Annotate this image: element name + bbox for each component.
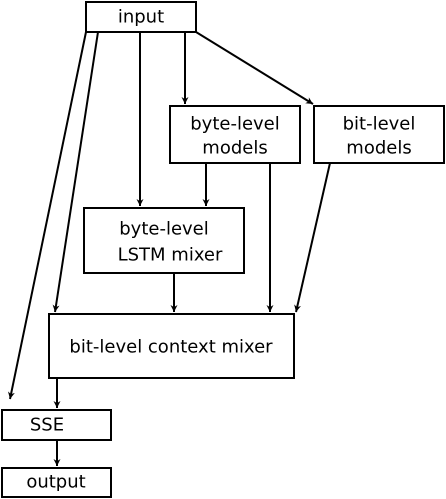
input-node-label: input [118, 7, 164, 28]
sse-node: SSE [1, 409, 112, 441]
context-mixer-node: bit-level context mixer [48, 313, 295, 379]
lstm-mixer-label-line-1: byte-level [119, 219, 209, 240]
edge-input-to-sse [7, 31, 87, 400]
bit-level-models-label-line-1: bit-level [343, 114, 416, 135]
bit-level-models-node: bit-level models [313, 105, 445, 164]
edge-input-to-context-mixer [52, 31, 99, 313]
edge-input-to-bit-models [195, 31, 314, 105]
context-mixer-label: bit-level context mixer [69, 337, 273, 358]
bit-level-models-label-line-2: models [346, 138, 411, 159]
input-node: input [85, 1, 197, 33]
byte-level-models-label-line-1: byte-level [190, 114, 280, 135]
output-node: output [1, 467, 112, 498]
output-label: output [26, 472, 85, 493]
lstm-mixer-label-line-2: LSTM mixer [118, 245, 223, 266]
byte-level-models-label-line-2: models [202, 138, 267, 159]
sse-label: SSE [30, 415, 64, 436]
edge-bit-models-to-context-mixer [294, 162, 331, 313]
byte-level-models-node: byte-level models [169, 105, 301, 164]
lstm-mixer-node: byte-level LSTM mixer [83, 207, 245, 274]
edges [7, 31, 331, 466]
